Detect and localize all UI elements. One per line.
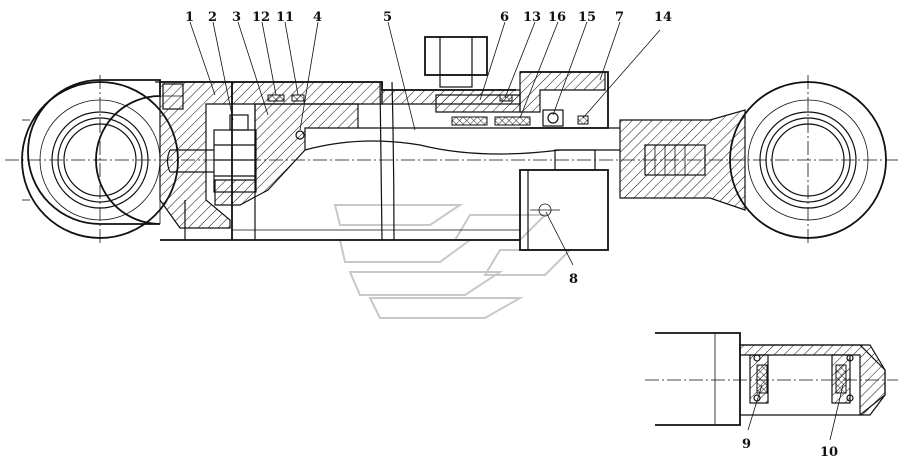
- callout-8: 8: [569, 272, 578, 287]
- callout-16: 16: [548, 10, 566, 25]
- callout-10: 10: [820, 445, 838, 460]
- callout-7: 7: [615, 10, 624, 25]
- callout-12: 12: [252, 10, 270, 25]
- callout-14: 14: [654, 10, 672, 25]
- callout-3: 3: [232, 10, 241, 25]
- callout-6: 6: [500, 10, 509, 25]
- callout-13: 13: [523, 10, 541, 25]
- callout-9: 9: [742, 437, 751, 452]
- cylinder-base-part-1: [155, 81, 233, 241]
- callout-4: 4: [313, 10, 322, 25]
- detail-inset: [645, 332, 898, 426]
- rod-gland: [435, 71, 609, 251]
- callout-11: 11: [276, 10, 294, 25]
- right-eye-end: [619, 75, 887, 245]
- oil-port-fitting: [424, 36, 488, 88]
- callout-2: 2: [208, 10, 217, 25]
- watermark-logo: [333, 204, 573, 319]
- callout-1: 1: [185, 10, 194, 25]
- callout-labels: 1 2 3 12 11 4 5 6 13 16 15 7 14 8 9 10: [185, 10, 838, 460]
- callout-15: 15: [578, 10, 596, 25]
- leader-lines: [189, 21, 844, 441]
- callout-5: 5: [383, 10, 392, 25]
